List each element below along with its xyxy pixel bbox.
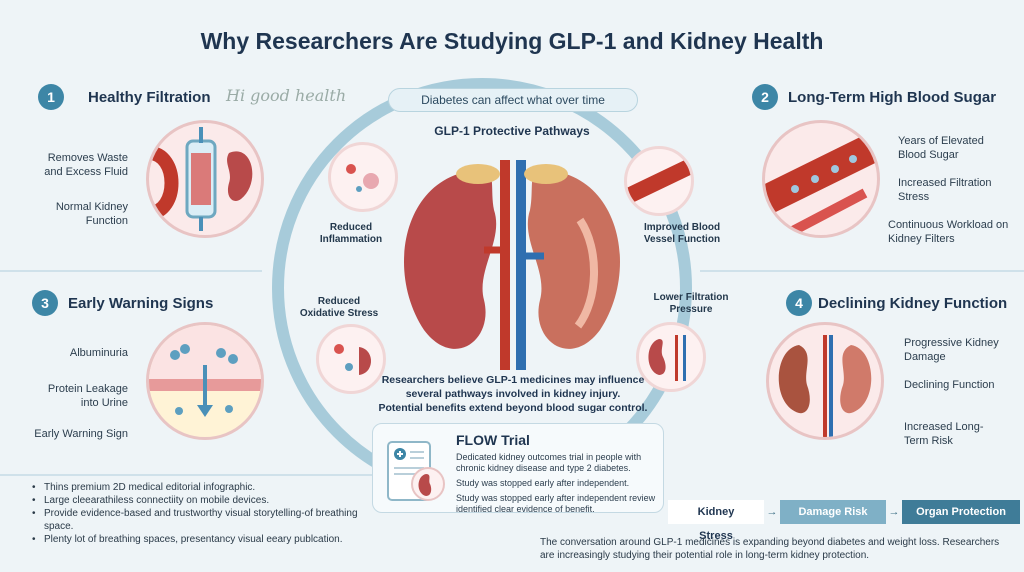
protein-leakage-illustration	[146, 322, 264, 440]
note-item: Large cleearathiless connectiity on mobi…	[32, 494, 382, 507]
section-3-number: 3	[32, 290, 58, 316]
section-4-number: 4	[786, 290, 812, 316]
label-continuous-workload: Continuous Workload on Kidney Filters	[888, 219, 1009, 245]
chevron-organ-protection: Organ Protection	[902, 500, 1020, 524]
flow-trial-line1: Dedicated kidney outcomes trial in peopl…	[456, 452, 642, 473]
footer-divider	[0, 474, 372, 476]
center-text: Researchers believe GLP-1 medicines may …	[366, 373, 660, 415]
ring-label: Diabetes can affect what over time	[388, 88, 638, 112]
inflammation-illustration	[328, 142, 398, 212]
section-2-number: 2	[752, 84, 778, 110]
section-1-number: 1	[38, 84, 64, 110]
blood-vessel-illustration	[762, 120, 880, 238]
section-1-title: Healthy Filtration	[88, 89, 211, 106]
notes-list: Thins premium 2D medical editorial infog…	[32, 481, 382, 546]
note-item: Thins premium 2D medical editorial infog…	[32, 481, 382, 494]
label-filtration-stress: Increased Filtration Stress	[898, 177, 992, 203]
section-4-title: Declining Kidney Function	[818, 295, 1008, 312]
declining-kidney-illustration	[766, 322, 884, 440]
oxidative-stress-illustration	[316, 324, 386, 394]
label-normal-function: Normal Kidney Function	[55, 201, 128, 227]
pathway-reduced-inflammation: Reduced Inflammation	[319, 222, 383, 245]
label-protein-leakage: Protein Leakage into Urine	[47, 383, 128, 409]
vessel-function-illustration	[624, 146, 694, 216]
label-elevated-sugar: Years of Elevated Blood Sugar	[898, 135, 984, 161]
center-text-line1: Researchers believe GLP-1 medicines may …	[381, 374, 645, 400]
arrow-right-icon: →	[888, 506, 900, 518]
protective-pathways-title: GLP-1 Protective Pathways	[434, 124, 590, 138]
label-removes-waste: Removes Waste and Excess Fluid	[44, 152, 128, 178]
section-3-title: Early Warning Signs	[68, 295, 214, 312]
section-2-title: Long-Term High Blood Sugar	[788, 89, 997, 106]
page-title: Why Researchers Are Studying GLP-1 and K…	[200, 28, 824, 54]
chevron-damage-risk: Damage Risk	[780, 500, 886, 524]
flow-trial-line2: Study was stopped early after independen…	[456, 478, 630, 488]
flow-trial-line3: Study was stopped early after independen…	[456, 493, 656, 514]
chevron-kidney-stress: Kidney Stress	[668, 500, 764, 542]
pathway-reduced-oxidative: Reduced Oxidative Stress	[299, 296, 379, 319]
label-long-term-risk: Increased Long-Term Risk	[904, 421, 984, 447]
note-item: Provide evidence-based and trustworthy v…	[32, 507, 362, 533]
document-icon	[387, 441, 445, 501]
arrow-right-icon: →	[766, 506, 778, 518]
bottom-summary: The conversation around GLP-1 medicines …	[540, 537, 1000, 561]
pathway-lower-filtration: Lower Filtration Pressure	[653, 292, 729, 315]
note-item: Plenty lot of breathing spaces, presenta…	[32, 533, 382, 546]
center-text-line2: Potential benefits extend beyond blood s…	[378, 402, 648, 414]
label-albuminuria: Albuminuria	[69, 347, 128, 359]
filtration-illustration	[146, 120, 264, 238]
section-divider-right	[700, 270, 1024, 272]
progression-chevrons: Kidney Stress → Damage Risk → Organ Prot…	[668, 500, 1020, 542]
pathway-improved-vessel: Improved Blood Vessel Function	[643, 222, 721, 245]
section-divider-left	[0, 270, 262, 272]
label-progressive-damage: Progressive Kidney Damage	[904, 337, 999, 363]
label-declining-function: Declining Function	[904, 379, 995, 391]
filtration-pressure-illustration	[636, 322, 706, 392]
label-early-warning: Early Warning Sign	[34, 428, 128, 440]
brand-logo: Hi good health	[226, 86, 347, 105]
flow-trial-title: FLOW Trial	[456, 432, 530, 448]
kidney-illustration	[404, 160, 620, 370]
